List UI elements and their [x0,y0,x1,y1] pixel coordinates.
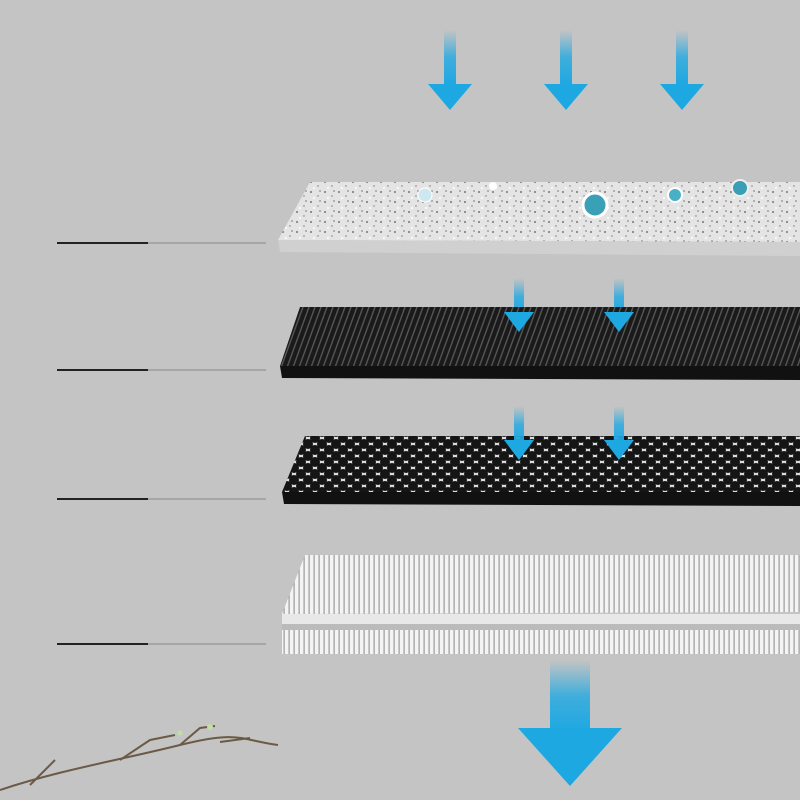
twig-decoration [0,724,279,791]
arrow-head-icon [504,312,534,332]
airflow-arrow-icon [544,30,588,110]
airflow-arrow-icon [428,30,472,110]
airflow-arrow-icon [660,30,704,110]
clean-air-arrow-icon [518,660,622,786]
hepa-layer [282,555,800,654]
pre-filter-layer [278,179,800,256]
arrow-head-icon [604,312,634,332]
airflow-arrow-icon [504,406,534,460]
honeycomb-carbon-layer [282,436,800,506]
carbon-mesh-layer [280,307,800,380]
airflow-arrow-icon [604,406,634,460]
